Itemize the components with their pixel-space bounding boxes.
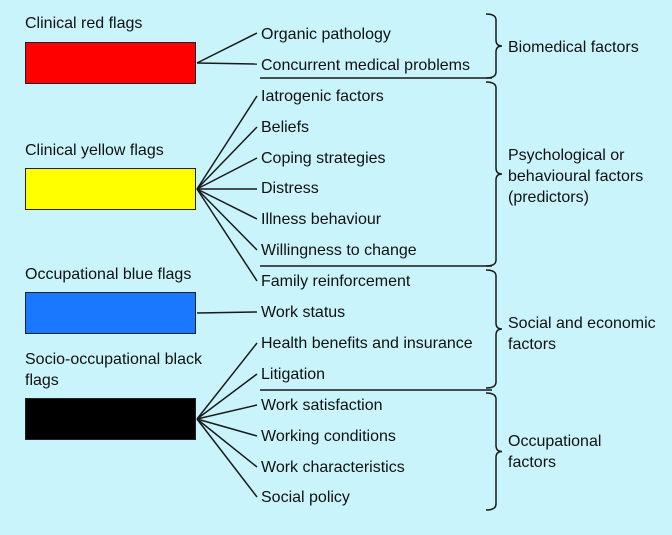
red-flag-box <box>25 42 196 84</box>
connector-line-3-4 <box>196 418 258 468</box>
factor-health-benefits-and-insurance: Health benefits and insurance <box>261 335 473 352</box>
factor-work-status: Work status <box>261 304 346 321</box>
flag-label-yellow: Clinical yellow flags <box>25 142 164 159</box>
brace-3 <box>485 392 503 511</box>
factor-concurrent-medical-problems: Concurrent medical problems <box>261 57 470 74</box>
factor-social-policy: Social policy <box>261 489 350 506</box>
connector-line-1-5 <box>196 188 258 251</box>
connector-line-1-2 <box>196 157 258 190</box>
connector-line-1-4 <box>196 188 258 220</box>
connector-line-3-2 <box>196 404 258 420</box>
brace-2 <box>485 269 503 389</box>
flag-label-red: Clinical red flags <box>25 15 143 32</box>
factor-work-characteristics: Work characteristics <box>261 459 405 476</box>
factor-working-conditions: Working conditions <box>261 428 396 445</box>
connector-line-3-5 <box>196 418 258 498</box>
factor-willingness-to-change: Willingness to change <box>261 242 417 259</box>
factor-work-satisfaction: Work satisfaction <box>261 397 383 414</box>
brace-0 <box>485 13 503 79</box>
connector-line-2-0 <box>196 311 258 314</box>
connector-line-3-1 <box>196 373 258 420</box>
flag-label-black: Socio-occupational black flags <box>25 351 202 389</box>
connector-line-3-0 <box>196 342 258 420</box>
connector-line-1-0 <box>196 95 258 190</box>
factor-coping-strategies: Coping strategies <box>261 150 386 167</box>
factor-beliefs: Beliefs <box>261 119 310 136</box>
connector-line-1-1 <box>196 126 258 190</box>
black-flag-box <box>25 398 196 440</box>
group-label-biomedical: Biomedical factors <box>508 39 639 56</box>
flag-label-blue: Occupational blue flags <box>25 266 192 283</box>
brace-1 <box>485 81 503 267</box>
factor-family-reinforcement: Family reinforcement <box>261 273 411 290</box>
factor-illness-behaviour: Illness behaviour <box>261 211 382 228</box>
group-label-psychological: Psychological or behavioural factors (pr… <box>508 147 644 206</box>
factor-distress: Distress <box>261 180 319 197</box>
yellow-flag-box <box>25 168 196 210</box>
group-label-social-economic: Social and economic factors <box>508 315 656 353</box>
connector-line-0-1 <box>196 62 258 65</box>
connector-line-3-3 <box>196 418 258 437</box>
connector-line-0-0 <box>196 32 258 64</box>
factor-iatrogenic-factors: Iatrogenic factors <box>261 88 384 105</box>
connector-line-1-6 <box>196 188 258 282</box>
factor-litigation: Litigation <box>261 366 326 383</box>
blue-flag-box <box>25 292 196 334</box>
factor-organic-pathology: Organic pathology <box>261 26 391 43</box>
group-label-occupational: Occupational factors <box>508 433 602 471</box>
